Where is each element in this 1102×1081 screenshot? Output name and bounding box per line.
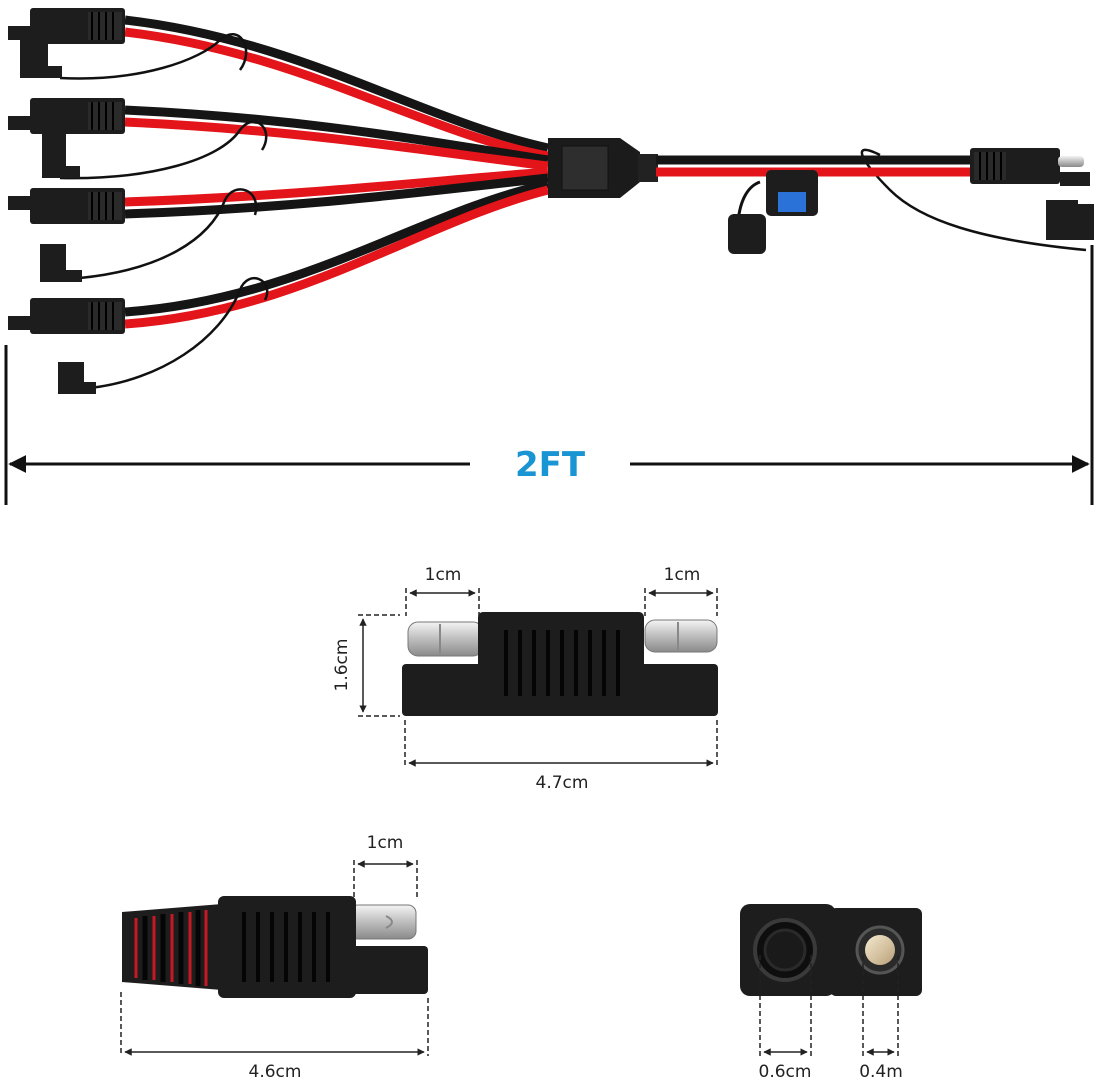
dim-height-label: 1.6cm (332, 639, 352, 692)
dim-height: 1.6cm (332, 614, 400, 717)
y-splitter-hub-icon (548, 138, 658, 198)
dim-pin-diameter: 0.4m (859, 955, 903, 1081)
dim-width-top-label: 4.7cm (536, 773, 589, 793)
sae-connector-icon (8, 98, 125, 178)
splitter-cable (8, 8, 1094, 394)
dim-pin-side: 1cm (353, 833, 418, 900)
connector-top-view: 1cm 1cm 1.6cm 4.7cm (332, 565, 718, 793)
dim-pin-side-label: 1cm (367, 833, 404, 853)
dim-width-side: 4.6cm (120, 992, 429, 1081)
dim-width-side-label: 4.6cm (249, 1062, 302, 1081)
dim-width-top: 4.7cm (404, 720, 718, 793)
length-label: 2FT (515, 445, 586, 485)
dim-socket-diameter: 0.6cm (759, 955, 812, 1081)
sae-connector-icon (8, 298, 125, 394)
connector-face-view: 0.6cm 0.4m (740, 904, 922, 1081)
dim-pin-right-label: 1cm (664, 565, 701, 585)
dim-socket-diameter-label: 0.6cm (759, 1062, 812, 1081)
sae-connector-icon (970, 148, 1094, 240)
dim-pin-left-label: 1cm (425, 565, 462, 585)
fuse-holder-icon (728, 170, 818, 254)
dust-cap-icon (728, 214, 766, 254)
branch-wires (124, 15, 550, 329)
main-wire (656, 155, 975, 177)
dim-pin-left: 1cm (405, 565, 480, 616)
length-dimension: 2FT (4, 245, 1094, 505)
sae-connector-icon (8, 8, 125, 78)
dim-pin-right: 1cm (644, 565, 718, 616)
cap-tethers (59, 33, 1087, 390)
sae-connector-icon (8, 188, 125, 282)
dim-pin-diameter-label: 0.4m (859, 1062, 903, 1081)
connector-side-view: 1cm 4.6cm (120, 833, 429, 1081)
